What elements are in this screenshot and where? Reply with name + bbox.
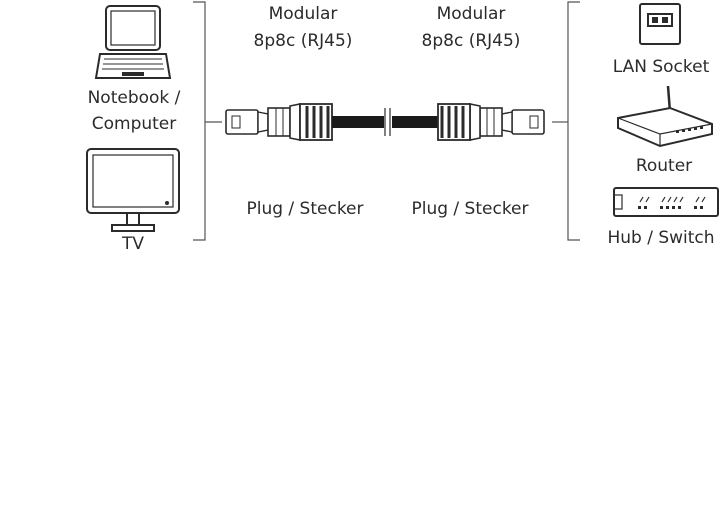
hub-switch-label: Hub / Switch xyxy=(607,228,715,248)
router-icon xyxy=(617,85,713,148)
left-rj45-plug xyxy=(225,103,333,141)
router-label: Router xyxy=(635,156,693,176)
left-connector-title-line1: Modular xyxy=(268,4,338,24)
lan-socket-label: LAN Socket xyxy=(612,57,710,77)
notebook-icon xyxy=(94,5,172,79)
left-plug-label: Plug / Stecker xyxy=(246,199,364,219)
lan-socket-icon xyxy=(639,3,681,45)
right-connector-title-line1: Modular xyxy=(436,4,506,24)
right-bracket xyxy=(552,1,580,241)
right-plug-label: Plug / Stecker xyxy=(411,199,529,219)
tv-label: TV xyxy=(121,234,144,254)
hub-switch-icon xyxy=(613,187,719,217)
right-connector-title-line2: 8p8c (RJ45) xyxy=(421,31,521,51)
left-connector-title-line2: 8p8c (RJ45) xyxy=(253,31,353,51)
cable xyxy=(332,108,444,136)
tv-icon xyxy=(86,148,180,232)
right-rj45-plug xyxy=(437,103,545,141)
left-bracket xyxy=(193,1,222,241)
notebook-label-line1: Notebook / xyxy=(87,88,181,108)
notebook-label-line2: Computer xyxy=(91,114,177,134)
